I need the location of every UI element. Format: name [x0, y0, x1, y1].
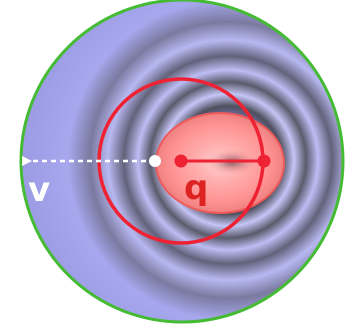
- charge-label: q: [184, 168, 208, 208]
- charge-glow-group: [155, 112, 285, 214]
- origin-dot: [149, 155, 161, 167]
- charge-dot: [257, 154, 271, 168]
- field-center-dot: [174, 154, 188, 168]
- velocity-label: v: [28, 170, 50, 210]
- disk-border: [19, 0, 345, 324]
